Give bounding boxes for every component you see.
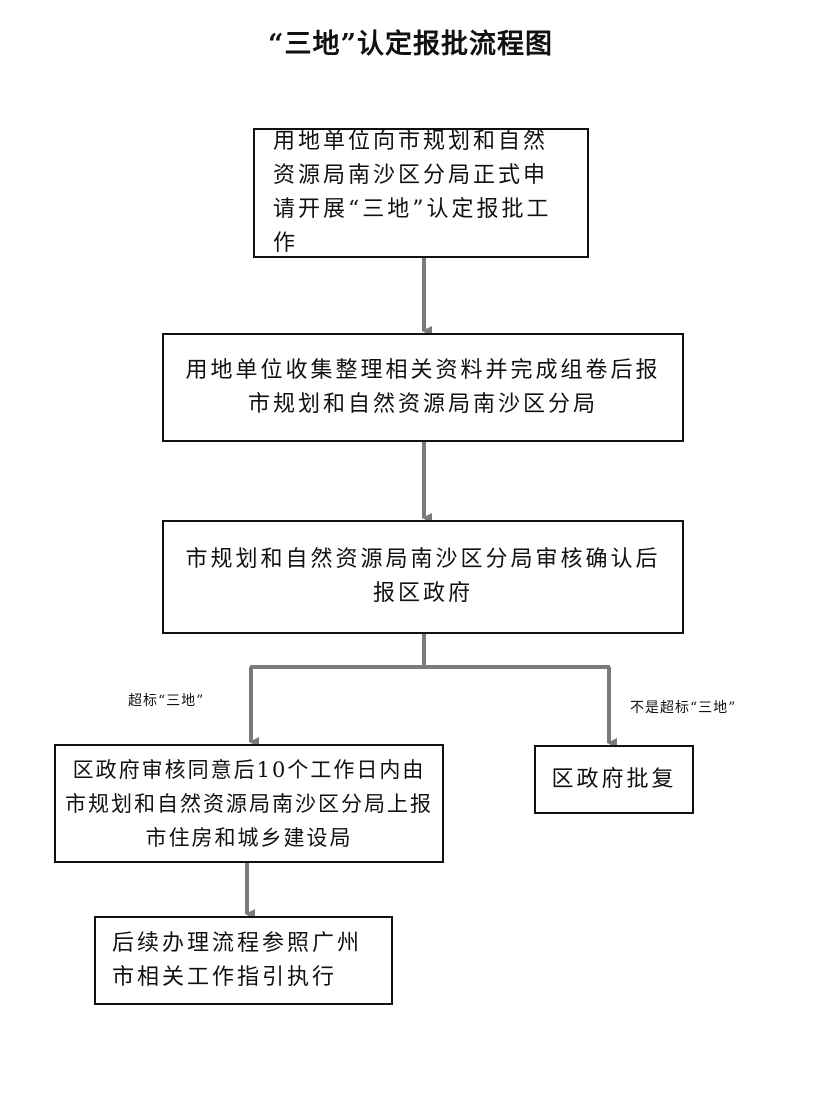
diagram-title: “三地”认定报批流程图 xyxy=(267,29,554,60)
node-step5-district-reply: 区政府批复 xyxy=(534,745,694,814)
node-step2-collect-materials: 用地单位收集整理相关资料并完成组卷后报市规划和自然资源局南沙区分局 xyxy=(162,333,684,442)
edge-label-not-over-standard: 不是超标“三地” xyxy=(630,700,737,716)
node-step3-review: 市规划和自然资源局南沙区分局审核确认后报区政府 xyxy=(162,520,684,634)
node-step6-follow-up: 后续办理流程参照广州市相关工作指引执行 xyxy=(94,916,393,1005)
node-step4-district-approval: 区政府审核同意后10个工作日内由市规划和自然资源局南沙区分局上报市住房和城乡建设… xyxy=(54,744,444,863)
node-step1-application: 用地单位向市规划和自然资源局南沙区分局正式申请开展“三地”认定报批工作 xyxy=(253,128,589,258)
edge-label-over-standard: 超标“三地” xyxy=(128,693,205,709)
